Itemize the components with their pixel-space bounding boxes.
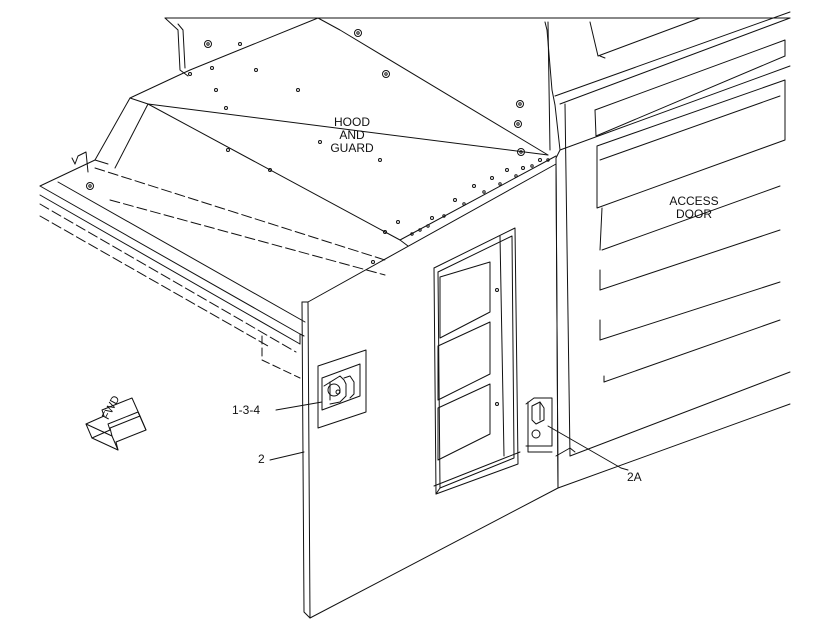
- leader-2a: [547, 425, 622, 469]
- leader-lines: [269, 401, 629, 471]
- front-guard-rail: [39, 151, 386, 379]
- callout-1-3-4: 1-3-4: [232, 403, 261, 417]
- access-door-label-line2: DOOR: [675, 207, 712, 221]
- hood-and-guard-label: HOOD AND GUARD: [330, 116, 373, 155]
- hood-label-line3: GUARD: [330, 141, 374, 155]
- front-door: [301, 163, 559, 619]
- fwd-arrow: [85, 397, 147, 451]
- access-door-label: ACCESS DOOR: [669, 195, 718, 221]
- hood-label-line2: AND: [339, 128, 365, 142]
- callout-2a: 2A: [627, 470, 642, 484]
- leader-2: [269, 451, 305, 461]
- hood-top: [86, 17, 557, 264]
- hood-frame: [164, 11, 791, 156]
- access-door-panel: [555, 39, 791, 489]
- callout-2: 2: [258, 452, 265, 466]
- access-door-label-line1: ACCESS: [669, 194, 719, 208]
- leader-1-3-4: [275, 401, 323, 411]
- hood-label-line1: HOOD: [334, 115, 370, 129]
